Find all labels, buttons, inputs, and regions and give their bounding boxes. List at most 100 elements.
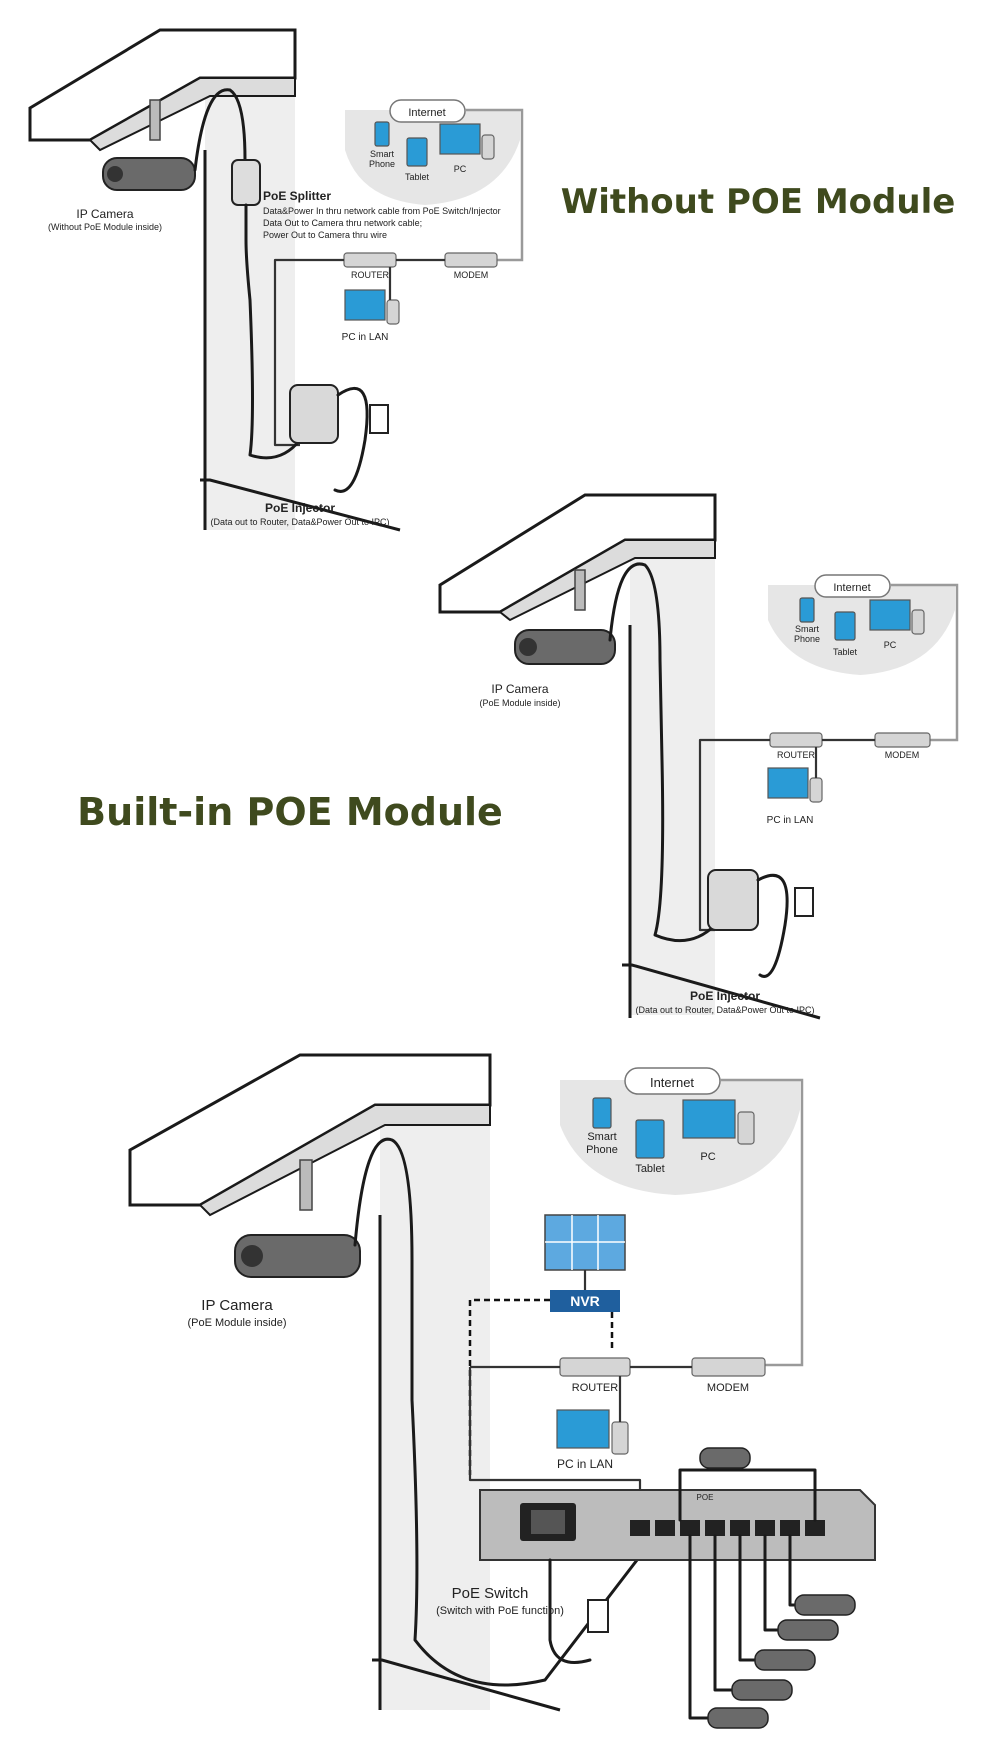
pc-tower-icon [737, 1111, 755, 1145]
poe-splitter-icon [231, 159, 261, 206]
lan-pc-monitor-icon [556, 1409, 610, 1449]
camera-body-icon [234, 1234, 361, 1278]
camera-lens-icon [241, 1245, 263, 1267]
pc-in-lan-label: PC in LAN [767, 815, 814, 826]
camera-splitter-cable [193, 88, 247, 172]
nvr-switch-link [468, 1298, 550, 1475]
pc-monitor-icon [682, 1099, 736, 1139]
modem-label: MODEM [885, 750, 920, 760]
injector-title: PoE Injector [265, 501, 335, 515]
switch-port [755, 1520, 775, 1536]
camera-injector-cable [608, 562, 717, 943]
switch-title: PoE Switch [452, 1585, 529, 1602]
camera-subtitle: (PoE Module inside) [187, 1317, 286, 1329]
switch-port [730, 1520, 750, 1536]
wall-outlet-icon [369, 404, 389, 434]
roof-eave [198, 1104, 491, 1217]
injector-power-cable [756, 873, 789, 978]
nvr-label: NVR [570, 1293, 600, 1309]
roof-eave [498, 539, 716, 622]
camera-icon [699, 1447, 751, 1469]
modem-label: MODEM [454, 270, 489, 280]
modem-icon [444, 252, 498, 268]
power-socket-inner [531, 1510, 565, 1534]
lan-pc-tower-icon [809, 777, 823, 803]
lan-pc-monitor-icon [767, 767, 809, 799]
wall-outlet-icon [587, 1599, 609, 1633]
tablet-icon [834, 611, 856, 641]
pc-tower-icon [911, 609, 925, 635]
pc-label: PC [700, 1151, 715, 1163]
tablet-icon [635, 1119, 665, 1159]
switch-subtitle: (Switch with PoE function) [436, 1605, 564, 1617]
poe-injector-icon [707, 869, 759, 931]
pc-tower-icon [481, 134, 495, 160]
heading-builtin-poe: Built-in POE Module [77, 790, 503, 834]
camera-icon [754, 1649, 816, 1671]
camera-title: IP Camera [491, 682, 548, 696]
injector-subtitle: (Data out to Router, Data&Power Out to I… [635, 1005, 814, 1015]
injector-title: PoE Injector [690, 989, 760, 1003]
nvr-grid [545, 1215, 625, 1270]
router-icon [343, 252, 397, 268]
switch-port [655, 1520, 675, 1536]
pc-monitor-icon [439, 123, 481, 155]
camera-mount [149, 99, 161, 141]
camera-lens-icon [107, 166, 123, 182]
splitter-injector-cable [244, 203, 302, 460]
camera-title: IP Camera [201, 1297, 273, 1314]
tablet-label: Tablet [833, 647, 858, 657]
smartphone-icon [374, 121, 390, 147]
camera-switch-cable [353, 1137, 662, 1687]
roof-eave [88, 77, 296, 152]
nvr-badge [550, 1290, 620, 1312]
router-injector-cable [273, 258, 344, 447]
smartphone-label-2: Phone [369, 159, 395, 169]
modem-icon [874, 732, 931, 748]
internet-label: Internet [408, 107, 445, 119]
camera-body-icon [102, 157, 196, 191]
camera-subtitle: (Without PoE Module inside) [48, 222, 162, 232]
internet-line [465, 108, 524, 262]
smartphone-label-1: Smart [587, 1131, 616, 1143]
modem-label: MODEM [707, 1382, 749, 1394]
splitter-line-1: Data&Power In thru network cable from Po… [263, 206, 501, 216]
internet-zone [560, 1080, 800, 1195]
internet-label: Internet [650, 1075, 694, 1090]
lan-pc-tower-icon [386, 299, 400, 325]
poe-injector-icon [289, 384, 339, 444]
pc-monitor-icon [869, 599, 911, 631]
camera-body-icon [514, 629, 616, 665]
tablet-label: Tablet [635, 1163, 664, 1175]
camera-icon [794, 1594, 856, 1616]
smartphone-icon [799, 597, 815, 623]
switch-port [705, 1520, 725, 1536]
modem-icon [691, 1357, 766, 1377]
pc-label: PC [454, 164, 467, 174]
camera-mount [299, 1159, 313, 1211]
splitter-title: PoE Splitter [263, 189, 331, 203]
ground-line [200, 478, 401, 532]
internet-line [720, 1078, 804, 1367]
pc-in-lan-label: PC in LAN [557, 1457, 613, 1471]
camera-mount [574, 569, 586, 611]
ground-line [622, 963, 821, 1020]
switch-port [630, 1520, 650, 1536]
router-label: ROUTER [351, 270, 390, 280]
router-icon [559, 1357, 631, 1377]
camera-lens-icon [519, 638, 537, 656]
smartphone-label-1: Smart [370, 149, 395, 159]
camera-subtitle: (PoE Module inside) [479, 698, 560, 708]
wall [380, 1080, 490, 1710]
smartphone-icon [592, 1097, 612, 1129]
camera-icon [707, 1707, 769, 1729]
smartphone-label-2: Phone [586, 1144, 618, 1156]
panel-without-poe: Internet Smart Phone Tablet PC ROUTER MO… [28, 28, 524, 532]
heading-without-poe: Without POE Module [561, 182, 956, 222]
router-icon [769, 732, 823, 748]
poe-strip-label: POE [697, 1493, 714, 1502]
wall-outlet-icon [794, 887, 814, 917]
panel-builtin-injector: Internet Smart Phone Tablet PC ROUTER MO… [438, 493, 959, 1020]
extra-cameras [678, 1447, 856, 1729]
